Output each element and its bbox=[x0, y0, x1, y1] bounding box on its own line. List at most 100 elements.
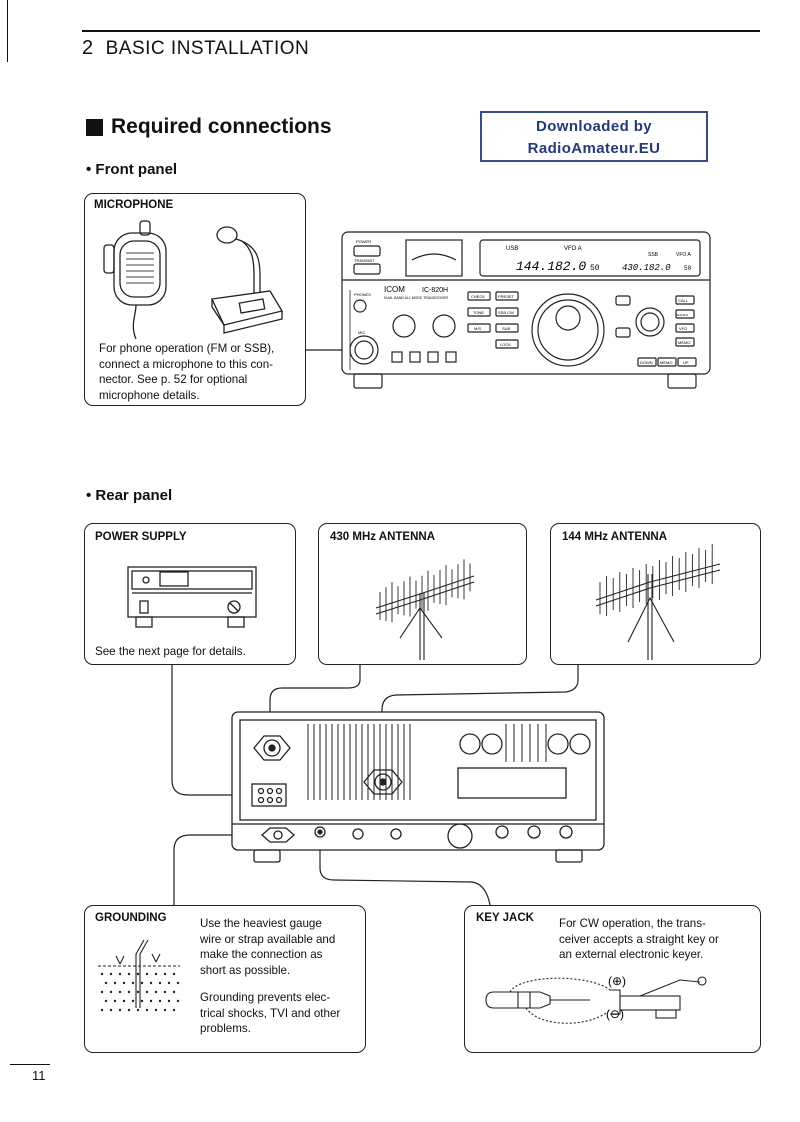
radio-right-label: UP bbox=[683, 360, 689, 365]
soil-dot bbox=[127, 1008, 131, 1012]
soil-dot bbox=[176, 981, 180, 985]
soil-dot bbox=[140, 981, 144, 985]
microphone-text: For phone operation (FM or SSB), connect… bbox=[99, 341, 293, 403]
antenna-430-icon bbox=[375, 559, 475, 660]
key-jack-text-line: ceiver accepts a straight key or bbox=[559, 932, 719, 946]
soil-dot bbox=[131, 999, 135, 1003]
soil-dot bbox=[158, 981, 162, 985]
grounding-text-line: Grounding prevents elec- bbox=[200, 991, 331, 1004]
antenna-430-title: 430 MHz ANTENNA bbox=[330, 531, 436, 543]
header-rule bbox=[82, 30, 760, 32]
radio-button-label: LOCK bbox=[500, 342, 511, 347]
soil-dot bbox=[154, 1008, 158, 1012]
grounding-text-line: make the connection as bbox=[200, 948, 323, 961]
soil-dot bbox=[136, 990, 140, 994]
grounding-box bbox=[84, 905, 366, 1053]
soil-dot bbox=[113, 981, 117, 985]
microphone-box bbox=[84, 193, 306, 406]
soil-dot bbox=[167, 981, 171, 985]
grounding-text-line: Use the heaviest gauge bbox=[200, 917, 322, 930]
soil-dot bbox=[109, 990, 113, 994]
page-number: 11 bbox=[32, 1068, 46, 1083]
grounding-text-line: short as possible. bbox=[200, 963, 291, 977]
microphone-text-line: connect a microphone to this con- bbox=[99, 357, 274, 371]
soil-dot bbox=[109, 972, 113, 976]
watermark-line-1: Downloaded by bbox=[535, 118, 653, 135]
soil-dot bbox=[149, 999, 153, 1003]
key-jack-text-line: For CW operation, the trans- bbox=[559, 917, 706, 930]
left-margin-rule bbox=[7, 0, 8, 62]
microphone-text-line: For phone operation (FM or SSB), bbox=[99, 342, 275, 355]
front-panel-heading: • Front panel bbox=[86, 161, 178, 178]
soil-dot bbox=[163, 972, 167, 976]
microphone-text-line: nector. See p. 52 for optional bbox=[99, 373, 248, 386]
radio-transmit-label: TRANSMIT bbox=[354, 258, 375, 263]
radio-button-label: TONE bbox=[473, 310, 484, 315]
soil-dot bbox=[154, 972, 158, 976]
soil-dot bbox=[172, 972, 176, 976]
power-supply-box bbox=[84, 523, 296, 665]
radio-button-label: M/S bbox=[474, 326, 481, 331]
grounding-text-line: problems. bbox=[200, 1022, 251, 1035]
key-plus-label: (⊕) bbox=[608, 974, 626, 988]
soil-dot bbox=[163, 1008, 167, 1012]
key-plug-icon: (⊕) (⊖) bbox=[485, 974, 707, 1024]
soil-dot bbox=[136, 972, 140, 976]
key-minus-label: (⊖) bbox=[606, 1007, 624, 1021]
rear-panel-heading: • Rear panel bbox=[86, 487, 173, 504]
radio-phones-label: PHONES bbox=[354, 292, 371, 297]
soil-dot bbox=[154, 990, 158, 994]
watermark-line-2: RadioAmateur.EU bbox=[527, 140, 661, 157]
antenna-144-title: 144 MHz ANTENNA bbox=[562, 531, 668, 543]
section-title: Required connections bbox=[86, 115, 332, 139]
radio-sub-main: 50 bbox=[590, 264, 600, 273]
power-supply-text: See the next page for details. bbox=[95, 645, 246, 658]
soil-dot bbox=[118, 1008, 122, 1012]
radio-mic-label: MIC bbox=[358, 330, 365, 335]
grounding-text-line: wire or strap available and bbox=[200, 932, 336, 946]
grounding-text-1: Use the heaviest gauge wire or strap ava… bbox=[200, 916, 353, 978]
chapter-title: BASIC INSTALLATION bbox=[105, 38, 310, 59]
radio-right-label: VFO bbox=[679, 326, 687, 331]
radio-right-label: MEMO bbox=[678, 340, 690, 345]
antenna-430-box bbox=[318, 523, 527, 665]
radio-vfo-sub: VFO A bbox=[676, 252, 691, 258]
soil-dot bbox=[100, 990, 104, 994]
soil-dot bbox=[145, 972, 149, 976]
soil-dot bbox=[158, 999, 162, 1003]
power-supply-icon bbox=[127, 566, 257, 628]
soil-dot bbox=[127, 990, 131, 994]
radio-mode-sub: SSB bbox=[648, 252, 659, 258]
radio-right-label: CALL bbox=[678, 298, 689, 303]
soil-dot bbox=[140, 999, 144, 1003]
key-jack-text-line: an external electronic keyer. bbox=[559, 948, 704, 961]
radio-button-label: SSB CW bbox=[498, 310, 514, 315]
radio-power-label: POWER bbox=[356, 239, 371, 244]
section-title-text: Required connections bbox=[111, 115, 332, 138]
radio-button-label: SUB bbox=[502, 326, 511, 331]
grounding-text-2: Grounding prevents elec- trical shocks, … bbox=[200, 990, 353, 1037]
radio-mode-main: USB bbox=[506, 246, 518, 252]
radio-subtitle: DUAL BAND ALL MODE TRANSCEIVER bbox=[384, 296, 449, 300]
soil-dot bbox=[100, 1008, 104, 1012]
radio-right-label: MEMO bbox=[660, 360, 672, 365]
soil-dot bbox=[104, 981, 108, 985]
soil-dot bbox=[167, 999, 171, 1003]
ground-rod-icon bbox=[98, 939, 180, 1012]
grounding-text-line: trical shocks, TVI and other bbox=[200, 1006, 341, 1020]
transceiver-front-illustration: USB VFO A 144.182.0 50 SSB VFO A 430.182… bbox=[341, 231, 711, 389]
microphone-illustration bbox=[103, 220, 284, 340]
grounding-title: GROUNDING bbox=[95, 912, 167, 924]
soil-dot bbox=[145, 1008, 149, 1012]
soil-dot bbox=[122, 999, 126, 1003]
soil-dot bbox=[131, 981, 135, 985]
radio-freq-sub: 430.182.0 bbox=[622, 263, 671, 273]
soil-dot bbox=[172, 990, 176, 994]
radio-button-label: PRESET bbox=[498, 294, 515, 299]
key-jack-box bbox=[464, 905, 761, 1053]
antenna-144-box bbox=[550, 523, 761, 665]
radio-freq-main: 144.182.0 bbox=[516, 259, 586, 274]
key-jack-text: For CW operation, the trans- ceiver acce… bbox=[559, 916, 749, 963]
radio-button-label: CHECK bbox=[471, 294, 485, 299]
